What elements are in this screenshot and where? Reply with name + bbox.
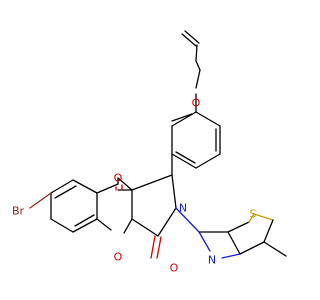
bond	[171, 153, 197, 169]
bond	[227, 221, 250, 233]
bond	[72, 218, 98, 233]
bond	[248, 213, 255, 223]
bromine-atom-label: Br	[12, 205, 25, 218]
bond	[50, 179, 74, 194]
bond	[195, 153, 221, 169]
bond	[150, 235, 156, 259]
bond	[175, 207, 200, 233]
bond	[131, 218, 159, 237]
atom-labels: Br O O O O N N S	[12, 97, 257, 275]
bond	[72, 179, 98, 194]
ring-nitrogen-label: N	[179, 202, 187, 215]
bond	[50, 218, 74, 233]
bond	[96, 183, 119, 194]
bond	[198, 231, 211, 252]
bond	[156, 236, 162, 259]
ether-oxygen-label: O	[192, 97, 201, 110]
ketone-oxygen-label: O	[114, 172, 123, 185]
bond	[54, 185, 77, 199]
bond	[184, 30, 200, 44]
bond	[195, 111, 221, 127]
bond	[263, 241, 287, 257]
bond	[123, 218, 133, 234]
bond	[117, 177, 133, 191]
bond	[195, 69, 201, 89]
bond	[157, 207, 177, 237]
bond	[96, 218, 112, 231]
bond	[131, 174, 173, 191]
bond	[181, 33, 197, 47]
lactam-oxygen-label: O	[170, 262, 179, 275]
bond	[227, 231, 241, 255]
thiazole-sulfur-label: S	[250, 208, 257, 221]
bond	[221, 253, 241, 259]
bond	[74, 214, 95, 227]
bond	[171, 113, 193, 122]
structure-diagram: Br O O O O N N S	[12, 30, 287, 275]
bond	[253, 213, 274, 221]
bond	[171, 174, 177, 209]
ring-oxygen-label: O	[114, 251, 123, 264]
bond	[195, 44, 198, 62]
thiazole-nitrogen-label: N	[208, 254, 216, 267]
bond	[239, 241, 265, 255]
bond	[263, 219, 274, 243]
bond	[29, 192, 52, 209]
bond-layer	[29, 30, 287, 259]
bond	[175, 151, 196, 164]
bond	[195, 60, 201, 71]
